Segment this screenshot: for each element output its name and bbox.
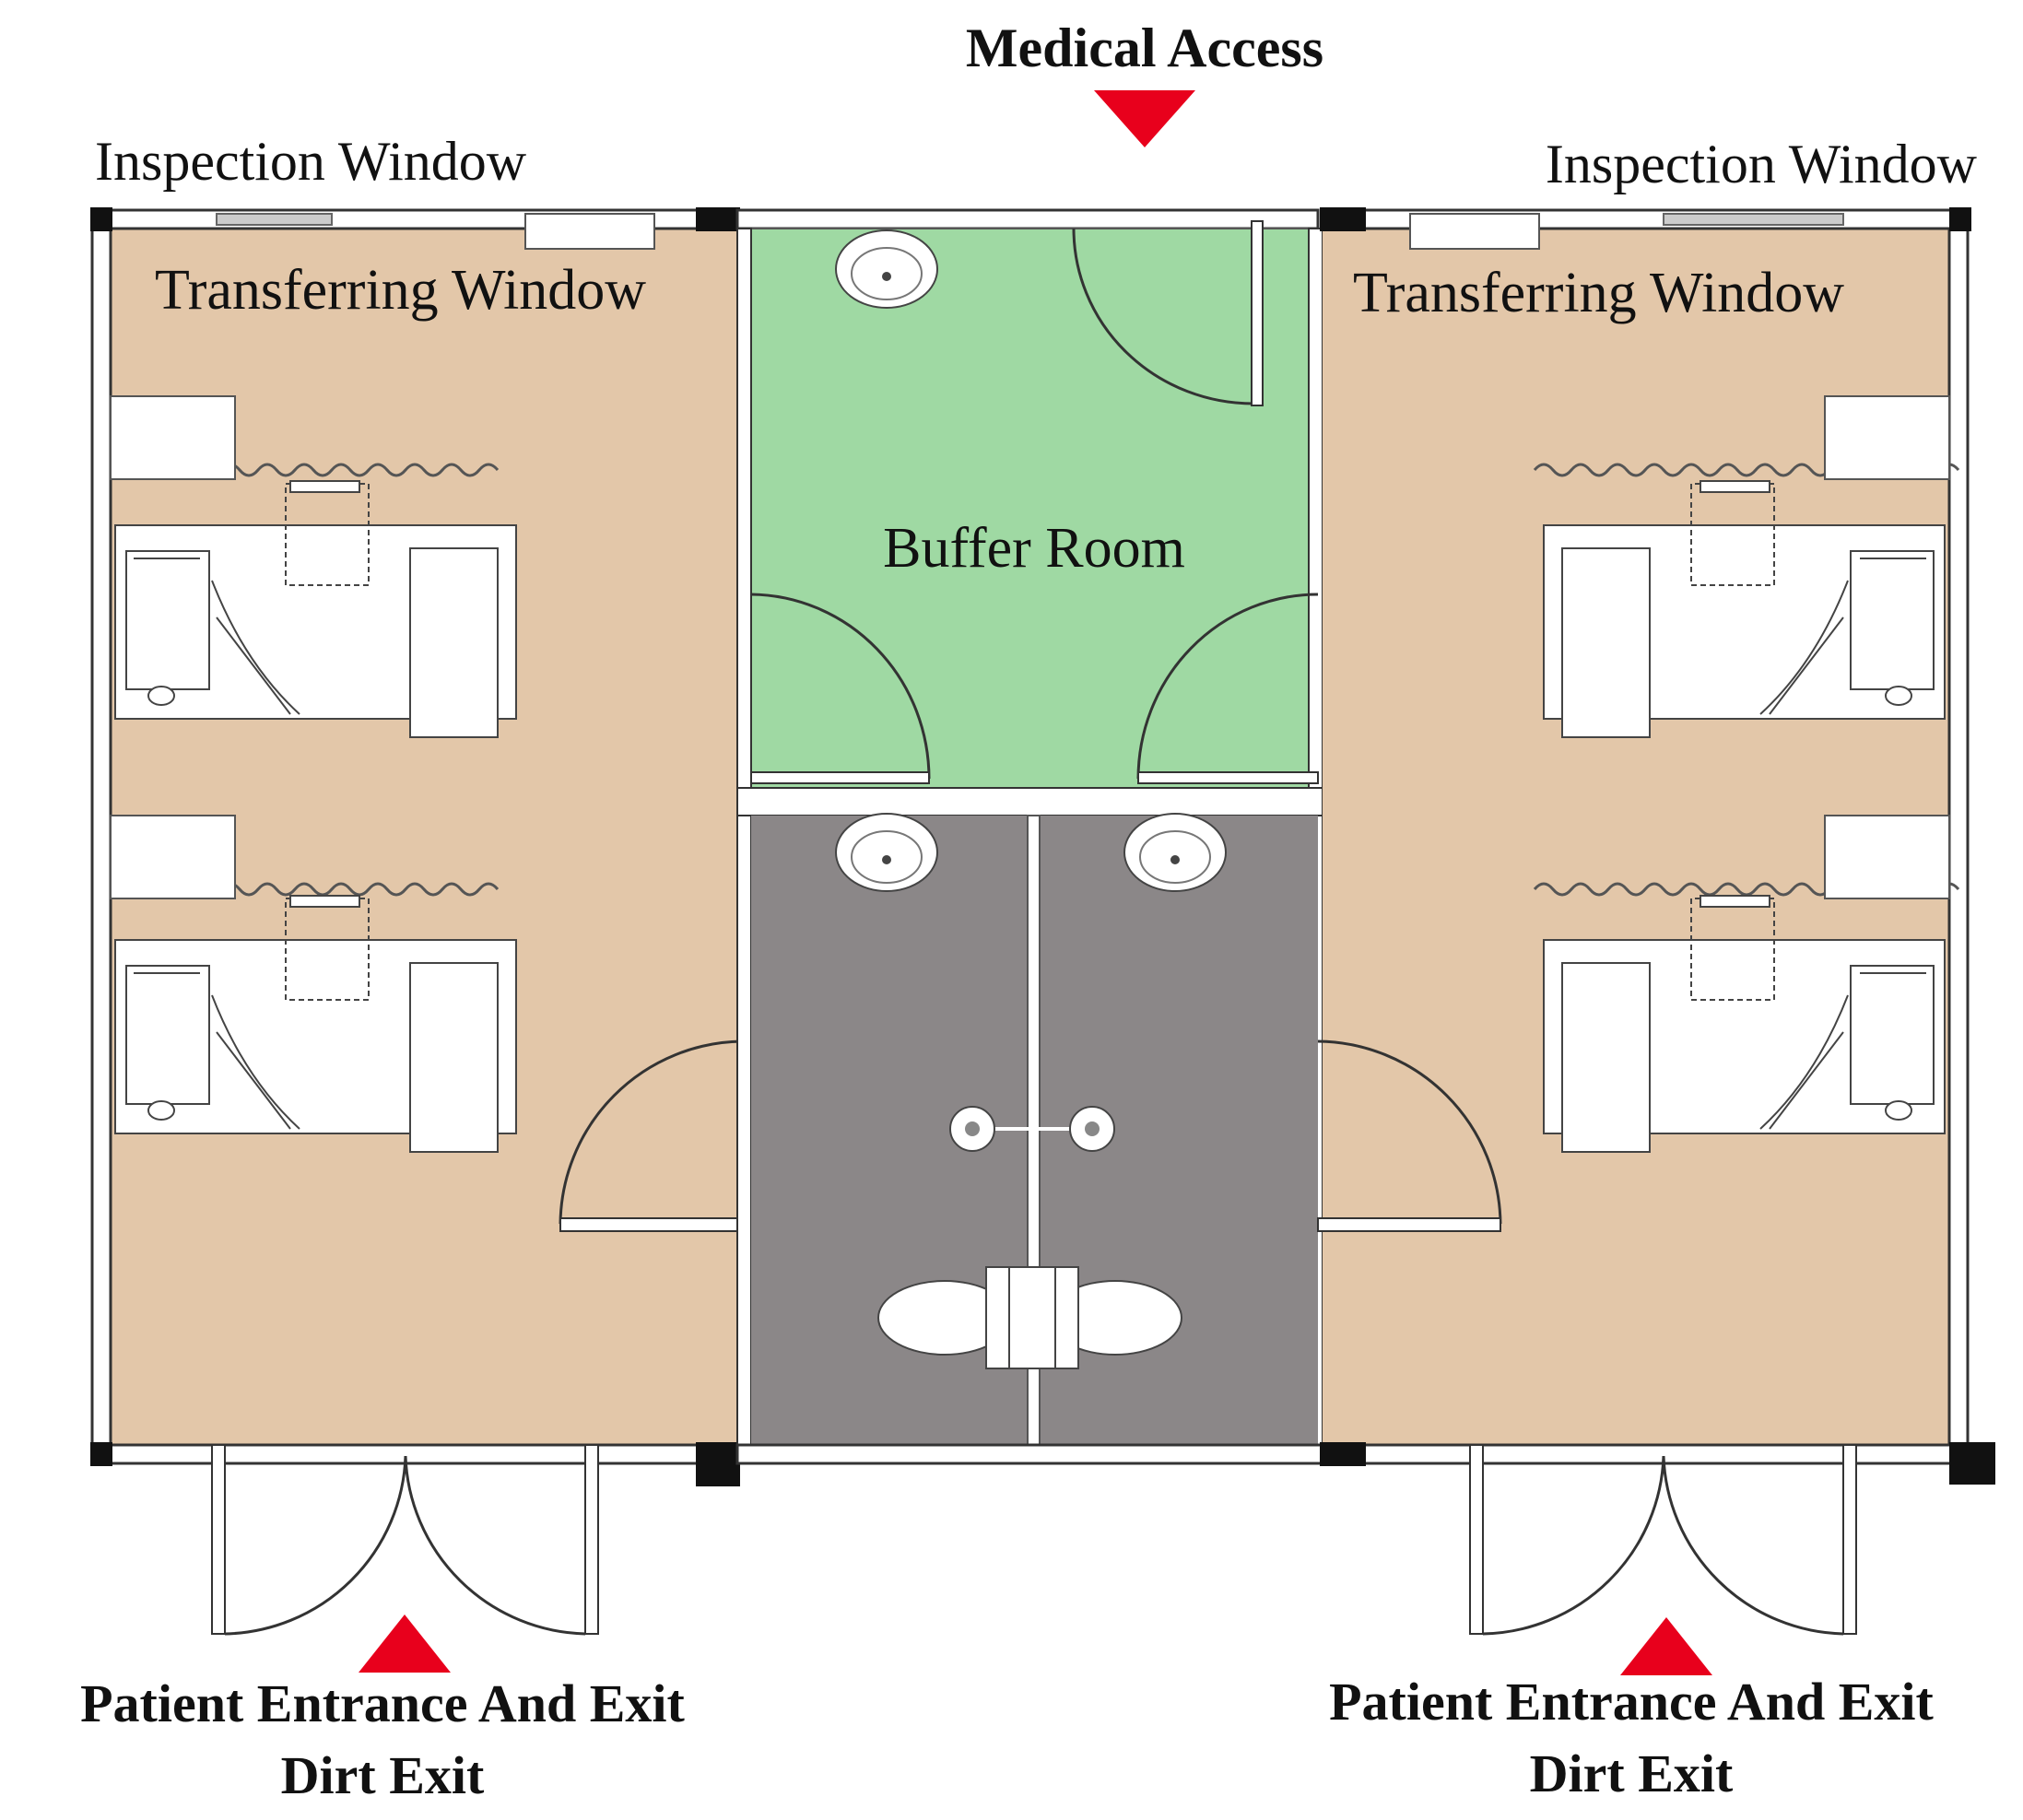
inspection-window-label-left: Inspection Window: [95, 131, 527, 192]
transferring-window-label-right: Transferring Window: [1353, 262, 1844, 324]
medical-access-label: Medical Access: [966, 18, 1323, 78]
buffer-room: [750, 228, 1319, 801]
right-ward: [1317, 207, 1995, 1636]
medical-access-arrow: [1094, 90, 1195, 147]
transferring-window-pane-left: [524, 213, 655, 250]
buffer-room-sink: [835, 229, 938, 309]
patient-entrance-label-left: Patient Entrance And Exit: [80, 1673, 685, 1733]
transferring-window-pane-right: [1409, 213, 1540, 250]
door-right-ward-inner: [1317, 1039, 1502, 1232]
inspection-window-pane-right: [1663, 213, 1844, 226]
door-left-ward-inner: [559, 1039, 743, 1232]
door-buffer-top: [1072, 220, 1264, 406]
transferring-window-label-left: Transferring Window: [155, 259, 646, 322]
patient-entrance-arrow-left: [359, 1615, 451, 1673]
patient-entrance-label-right: Patient Entrance And Exit: [1329, 1672, 1934, 1732]
dirt-exit-label-left: Dirt Exit: [281, 1745, 485, 1805]
bathroom-sink-left: [835, 813, 938, 892]
left-ward: [90, 207, 743, 1636]
buffer-room-label: Buffer Room: [883, 517, 1185, 580]
door-buffer-right: [1136, 593, 1319, 784]
patient-entrance-arrow-right: [1620, 1617, 1712, 1675]
shower-fixtures: [949, 1106, 1115, 1152]
dirt-exit-label-right: Dirt Exit: [1530, 1744, 1734, 1803]
door-right-patient-entrance: [1469, 1444, 1857, 1636]
central-module: [735, 208, 1324, 1465]
toilets: [877, 1266, 1182, 1369]
door-buffer-left: [750, 593, 931, 784]
inspection-window-label-right: Inspection Window: [1546, 134, 1978, 194]
inspection-window-pane-left: [216, 213, 333, 226]
bathroom-sink-right: [1123, 813, 1227, 892]
door-left-patient-entrance: [211, 1444, 599, 1636]
